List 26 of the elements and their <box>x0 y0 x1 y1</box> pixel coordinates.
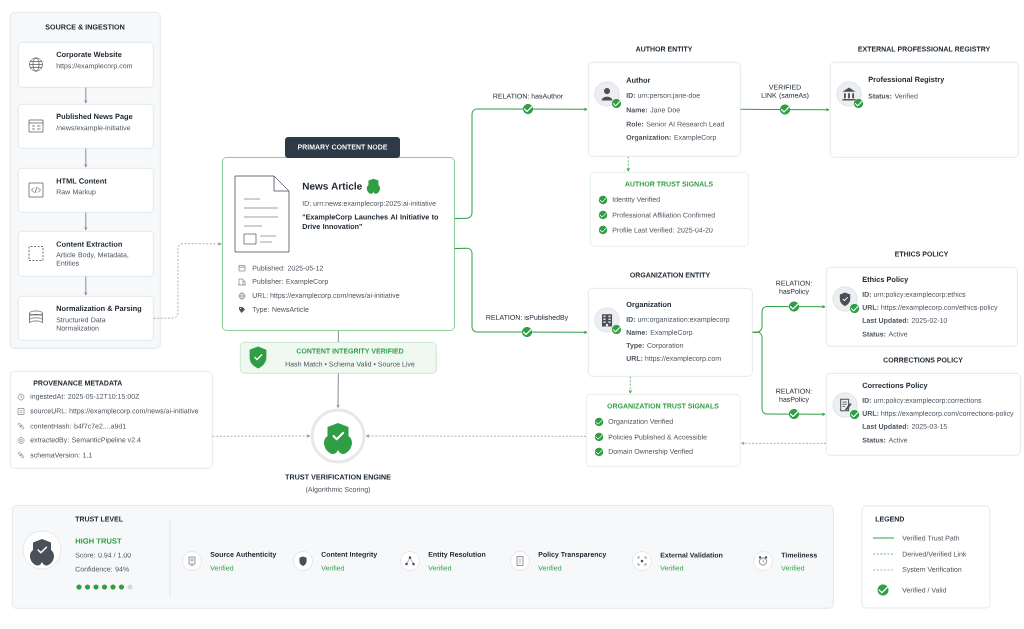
source-card <box>18 168 154 213</box>
arrow <box>454 247 588 334</box>
arrow <box>454 107 588 219</box>
status-banner <box>240 342 437 374</box>
source-card <box>18 231 154 277</box>
signals-box <box>590 172 749 247</box>
summary-panel <box>12 505 834 609</box>
arrow <box>84 148 88 168</box>
source-card <box>18 296 154 341</box>
arrow <box>366 434 587 438</box>
arrow <box>153 242 222 319</box>
arrow <box>212 434 310 438</box>
arrow <box>84 87 88 104</box>
arrow <box>336 373 340 408</box>
source-card <box>18 42 154 88</box>
arrow <box>741 441 827 445</box>
card-title: News Article <box>302 182 362 190</box>
signals-box <box>586 394 741 467</box>
arrow <box>740 108 830 112</box>
arrow <box>752 331 826 416</box>
arrow <box>84 212 88 231</box>
source-card <box>18 104 154 149</box>
metadata-card <box>10 371 213 469</box>
arrow <box>628 376 632 394</box>
arrow <box>626 156 630 172</box>
arrow <box>84 276 88 296</box>
